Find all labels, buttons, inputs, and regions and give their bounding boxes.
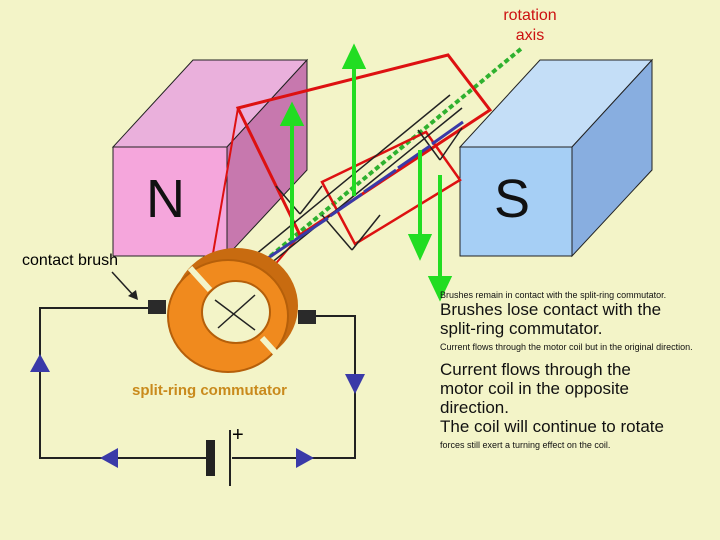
coil-frame xyxy=(254,94,463,269)
contact-brush-label: contact brush xyxy=(22,252,119,269)
commutator-spoke xyxy=(217,294,256,329)
field-arrow xyxy=(363,168,397,194)
north-pole-label: N xyxy=(146,169,185,229)
commutator-spoke xyxy=(214,299,256,331)
frame-line xyxy=(439,127,463,161)
caption-brushes-lose-contact: Brushes lose contact with the xyxy=(440,300,662,319)
commutator-gap xyxy=(187,265,213,293)
frame-line xyxy=(264,107,463,269)
split-ring-commutator xyxy=(167,248,298,373)
current-arrow-icon xyxy=(100,448,118,468)
frame-line xyxy=(351,214,381,251)
force-arrows xyxy=(279,43,453,302)
current-arrow-icon xyxy=(296,448,314,468)
force-arrow-up xyxy=(279,101,305,240)
south-pole-label: S xyxy=(494,169,531,229)
current-arrow-icon xyxy=(30,354,50,372)
frame-line xyxy=(299,185,323,215)
battery-plus-label: + xyxy=(232,424,244,446)
field-arrow xyxy=(397,144,431,170)
north-magnet-front xyxy=(112,146,228,257)
contact-brush-left xyxy=(148,300,166,314)
caption-current-opposite-3: direction. xyxy=(440,398,509,417)
commutator-gap xyxy=(259,335,285,363)
north-magnet xyxy=(111,58,309,258)
force-arrow-down xyxy=(407,150,433,261)
current-arrows xyxy=(30,354,365,468)
caption-current-opposite-2: motor coil in the opposite xyxy=(440,379,629,398)
wire-left xyxy=(39,307,210,459)
battery xyxy=(206,430,231,486)
coil-loop-outer xyxy=(235,53,493,238)
field-arrow xyxy=(294,216,329,242)
caption-current-original: Current flows through the motor coil but… xyxy=(440,342,693,352)
caption-coil-continue: The coil will continue to rotate xyxy=(440,417,664,436)
rotation-axis-label: rotation axis xyxy=(503,7,557,44)
south-magnet-front xyxy=(459,146,573,257)
force-arrow-up xyxy=(341,43,367,196)
frame-line xyxy=(275,185,301,215)
caption-brushes-contact: Brushes remain in contact with the split… xyxy=(440,290,667,300)
caption-brushes-lose-contact-2: split-ring commutator. xyxy=(440,319,603,338)
force-arrow-down xyxy=(427,175,453,302)
battery-negative-plate xyxy=(206,440,215,476)
coil-loop-inner xyxy=(320,130,462,246)
field-arrow xyxy=(431,120,464,146)
current-arrow-icon xyxy=(345,374,365,394)
south-magnet xyxy=(458,58,654,258)
brush-pointer xyxy=(111,271,138,300)
frame-line xyxy=(321,214,353,251)
caption-current-opposite-1: Current flows through the xyxy=(440,360,631,379)
commutator-label: split-ring commutator xyxy=(132,382,288,399)
field-arrow xyxy=(329,192,363,218)
contact-brush-right xyxy=(298,310,316,324)
caption-turning-effect: forces still exert a turning effect on t… xyxy=(440,440,611,450)
